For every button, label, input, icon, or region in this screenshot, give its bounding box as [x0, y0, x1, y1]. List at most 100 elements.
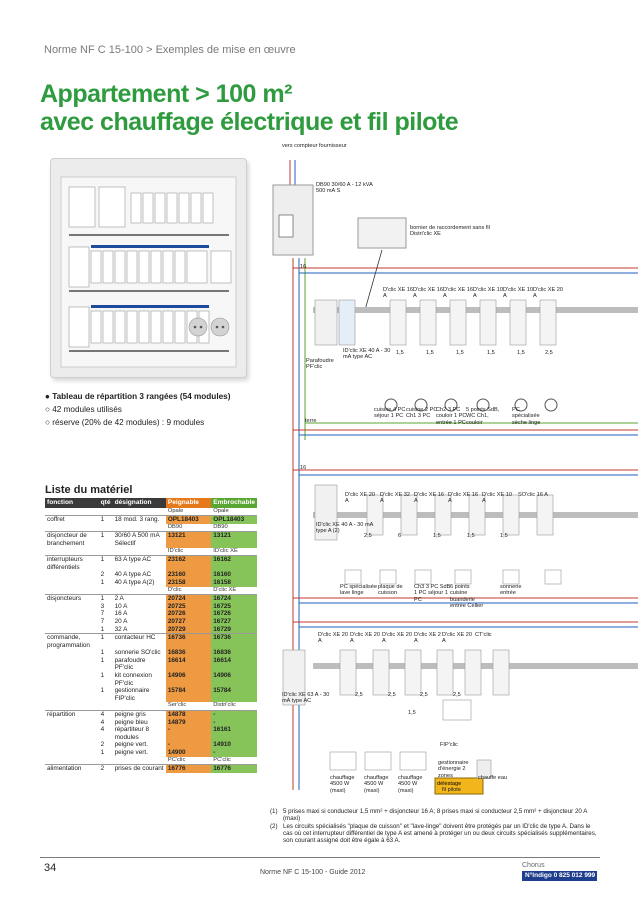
table-cell: 20727 [165, 617, 212, 626]
circuit-breaker [502, 494, 520, 536]
distribution-panel-photo [50, 158, 247, 378]
breaker-label: D'clic XE 20 A [442, 632, 472, 645]
load-icon [544, 569, 562, 585]
wire-size-label: 2,5 [388, 692, 396, 698]
circuit-breaker [449, 299, 467, 346]
breaker-label: D'clic XE 20 A [318, 632, 348, 645]
footnote-key: (1) [270, 808, 278, 815]
table-cell: 1 [98, 531, 113, 548]
table-cell: 7 [100, 610, 105, 618]
load-label: 6 points cuisine buanderie entrée Cellie… [450, 584, 484, 609]
table-cell: 40 A type AC [114, 571, 152, 579]
table-cell: 15784 [211, 687, 257, 703]
comb-rail-1 [313, 307, 638, 313]
table-cell: 16729 [211, 625, 257, 634]
table-cell: 30/60 A 500 mA Sélectif [112, 531, 166, 548]
row2-id-label: ID'clic XE 40 A - 30 mA type A (2) [316, 522, 374, 535]
table-cell: disjoncteurs [45, 594, 99, 603]
table-cell: 16160 [211, 571, 257, 579]
table-cell: 16776 [165, 764, 212, 773]
delestage-label: délestage [437, 781, 462, 787]
breaker-label: D'clic XE 20 A [345, 492, 375, 505]
table-cell: 14906 [165, 672, 212, 688]
table-cell: 32 A [114, 625, 128, 633]
table-cell: PC'clic [213, 756, 231, 763]
table-cell: 2 [100, 571, 105, 579]
row1-id-label: ID'clic XE 40 A - 30 mA type AC [343, 348, 391, 361]
wire-size-label: 1,5 [408, 710, 416, 716]
table-cell: parafoudre PF'clic [114, 656, 146, 672]
table-cell: 20725 [165, 602, 212, 611]
footer-divider [40, 857, 600, 858]
table-cell: ID'clic [167, 547, 184, 554]
table-cell: 4 [100, 718, 105, 726]
load-label: chauffage 4500 W (maxi) [364, 775, 389, 794]
row1-feed-label: 16 [300, 264, 307, 270]
table-cell [45, 757, 99, 765]
breaker-label: D'clic XE 16 A [383, 287, 413, 300]
panel-summary: ● Tableau de répartition 3 rangées (54 m… [45, 390, 265, 429]
table-cell [45, 603, 99, 611]
circuit-breaker [404, 649, 422, 696]
table-cell [45, 618, 99, 626]
table-cell: 20729 [165, 625, 212, 634]
load-label: chauffage 4500 W (maxi) [398, 775, 423, 794]
load-icon [384, 398, 398, 412]
id-switch [314, 299, 338, 346]
table-cell: 14879 [165, 718, 212, 727]
col-peignable: Peignable [165, 498, 212, 508]
table-cell: 23160 [165, 571, 212, 579]
table-cell: 16836 [165, 649, 212, 657]
table-cell: 16727 [211, 617, 257, 626]
load-icon [344, 569, 362, 585]
table-cell: 1 [98, 633, 113, 650]
circuit-breaker [464, 649, 482, 696]
load-label: PC spécialisée sèche linge [512, 407, 541, 426]
summary-line: ● Tableau de répartition 3 rangées (54 m… [45, 392, 231, 401]
table-cell: répartiteur 8 modules [114, 726, 150, 741]
title-line-2: avec chauffage électrique et fil pilote [40, 108, 459, 136]
wire-size-label: 2,5 [364, 533, 372, 539]
load-icon [476, 398, 490, 412]
footnote-key: (2) [270, 822, 278, 830]
table-cell: - [211, 710, 257, 719]
table-cell: 2 [98, 764, 113, 773]
gestionnaire-label: gestionnaire d'énergie 2 zones [438, 760, 469, 779]
table-cell: OPL18403 [165, 515, 212, 524]
table-cell: Opale [167, 507, 184, 514]
load-label: sonnerie entrée [500, 584, 522, 597]
table-cell: 1 [100, 649, 105, 657]
table-cell [113, 508, 166, 516]
table-cell: 7 [100, 617, 105, 625]
page-title: Appartement > 100 m² avec chauffage élec… [40, 80, 459, 136]
load-label: chauffe eau [478, 775, 508, 781]
heater-icon [364, 751, 392, 771]
table-cell: 16161 [211, 726, 257, 742]
table-cell: 16 A [114, 610, 128, 618]
load-label: cuisine 2 PC Ch1 3 PC [406, 407, 438, 420]
table-cell: 20724 [165, 594, 212, 603]
footnote: (1)5 prises maxi si conducteur 1,5 mm² +… [270, 808, 600, 823]
feed-label: vers compteur fournisseur [282, 143, 347, 149]
row2-feed-label: 16 [300, 465, 307, 471]
breaker-label: D'clic XE 20 A [533, 287, 563, 300]
heater-icon [329, 751, 357, 771]
bornier-block [357, 217, 407, 249]
table-cell [113, 757, 166, 765]
fil-pilote-box [434, 777, 484, 795]
table-cell [45, 687, 99, 702]
table-cell: 23162 [165, 555, 212, 572]
wire-size-label: 1,5 [456, 350, 464, 356]
table-cell: répartition [45, 710, 99, 719]
table-cell: 16725 [211, 602, 257, 611]
wire-size-label: 1,5 [517, 350, 525, 356]
